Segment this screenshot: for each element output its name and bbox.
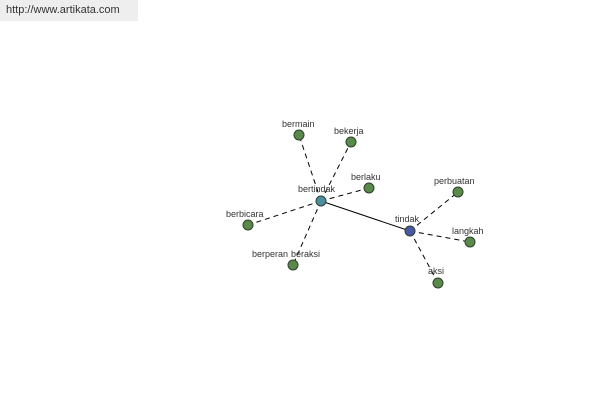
node-circle-bekerja[interactable] <box>345 136 357 148</box>
source-url[interactable]: http://www.artikata.com <box>0 0 138 21</box>
node-langkah[interactable]: langkah <box>452 226 484 248</box>
nodes-layer: bertindak tindak bermain bekerja berlaku berb… <box>226 119 484 289</box>
edge-tindak-perbuatan <box>409 191 459 232</box>
node-circle-bertindak[interactable] <box>315 195 327 207</box>
node-label-tindak[interactable]: tindak <box>395 214 420 224</box>
node-beraksi[interactable]: beraksi <box>291 249 320 259</box>
node-circle-bermain[interactable] <box>293 129 305 141</box>
node-label-langkah[interactable]: langkah <box>452 226 484 236</box>
node-label-bermain[interactable]: bermain <box>282 119 315 129</box>
edge-bertindak-berbicara <box>247 200 322 226</box>
edge-tindak-langkah <box>409 230 471 243</box>
node-aksi[interactable]: aksi <box>428 266 444 289</box>
node-label-perbuatan[interactable]: perbuatan <box>434 176 475 186</box>
node-perbuatan[interactable]: perbuatan <box>434 176 475 198</box>
node-circle-berlaku[interactable] <box>363 182 375 194</box>
node-berlaku[interactable]: berlaku <box>351 172 381 194</box>
node-circle-berbicara[interactable] <box>242 219 254 231</box>
edge-bertindak-berperan <box>292 200 322 266</box>
node-berbicara[interactable]: berbicara <box>226 209 264 231</box>
edge-tindak-aksi <box>409 230 439 284</box>
node-bermain[interactable]: bermain <box>282 119 315 141</box>
node-circle-berperan[interactable] <box>287 259 299 271</box>
edge-bertindak-bermain <box>298 134 322 202</box>
node-label-bekerja[interactable]: bekerja <box>334 126 364 136</box>
node-label-beraksi[interactable]: beraksi <box>291 249 320 259</box>
node-bekerja[interactable]: bekerja <box>334 126 364 148</box>
node-label-berperan[interactable]: berperan <box>252 249 288 259</box>
node-label-aksi[interactable]: aksi <box>428 266 444 276</box>
node-circle-langkah[interactable] <box>464 236 476 248</box>
node-circle-perbuatan[interactable] <box>452 186 464 198</box>
edges-layer <box>247 134 471 284</box>
node-tindak[interactable]: tindak <box>395 214 420 237</box>
edge-bertindak-tindak <box>320 200 411 232</box>
node-circle-aksi[interactable] <box>432 277 444 289</box>
node-label-berbicara[interactable]: berbicara <box>226 209 264 219</box>
node-circle-tindak[interactable] <box>404 225 416 237</box>
node-label-bertindak[interactable]: bertindak <box>298 184 336 194</box>
node-bertindak[interactable]: bertindak <box>298 184 336 207</box>
node-label-berlaku[interactable]: berlaku <box>351 172 381 182</box>
node-berperan[interactable]: berperan <box>252 249 299 271</box>
edge-bertindak-bekerja <box>320 141 352 202</box>
